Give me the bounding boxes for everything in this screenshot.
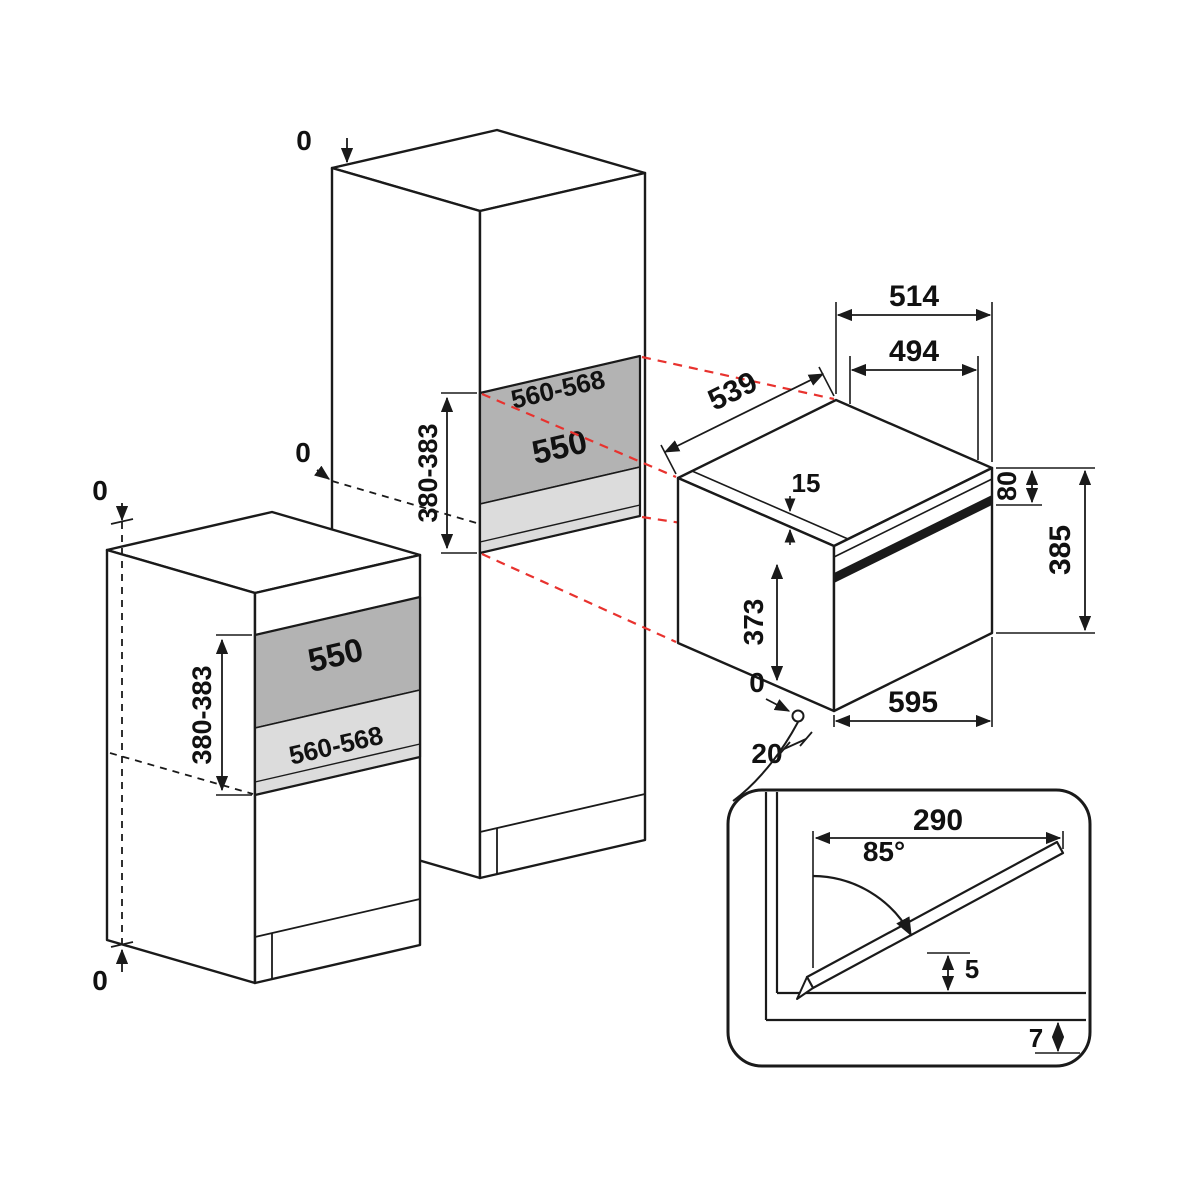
oven-height-label: 385 bbox=[1044, 525, 1077, 575]
oven-top-trim-line bbox=[691, 470, 849, 540]
tall-niche-shelf-edge bbox=[479, 504, 641, 543]
detail-leader-line bbox=[732, 721, 799, 802]
base-zero-top-marker: 0 bbox=[92, 475, 134, 525]
tall-niche-opening bbox=[478, 354, 642, 555]
base-niche-shelf-edge bbox=[254, 743, 421, 783]
tall-niche-height-label: 380-383 bbox=[413, 423, 443, 522]
tall-zero-side-label: 0 bbox=[295, 437, 311, 468]
base-zero-bottom-marker: 0 bbox=[92, 941, 134, 996]
oven-inner-width-label: 494 bbox=[889, 335, 939, 368]
base-zero-top-label: 0 bbox=[92, 475, 108, 506]
alignment-line-lower bbox=[481, 552, 677, 644]
oven-top-inset-label: 15 bbox=[792, 468, 821, 498]
detail-bottom-clearance-label: 7 bbox=[1029, 1023, 1043, 1053]
tall-plinth-line bbox=[479, 793, 646, 833]
tall-cabinet-niche bbox=[478, 354, 642, 555]
alignment-line-upper bbox=[481, 392, 677, 479]
detail-angle-label: 85° bbox=[863, 836, 905, 867]
oven-outer-width-label: 514 bbox=[889, 280, 939, 313]
tall-zero-top-marker: 0 bbox=[296, 125, 359, 168]
base-zero-bottom-label: 0 bbox=[92, 965, 108, 996]
oven-door-face bbox=[832, 466, 994, 713]
tall-zero-top-label: 0 bbox=[296, 125, 312, 156]
base-niche-opening bbox=[253, 595, 422, 797]
detail-top-clearance-dimension: 5 bbox=[927, 952, 979, 992]
tall-zero-side-marker: 0 bbox=[295, 437, 481, 525]
oven-height-dimension: 385 bbox=[996, 469, 1095, 634]
oven-control-band bbox=[834, 495, 992, 583]
oven-front-width-dimension: 595 bbox=[833, 637, 993, 728]
detail-top-clearance-label: 5 bbox=[965, 954, 979, 984]
oven-top-inset-dimension: 15 bbox=[784, 468, 821, 545]
detail-door-depth-label: 290 bbox=[913, 804, 963, 837]
base-niche-height-dimension: 380-383 bbox=[187, 634, 252, 796]
detail-bottom-clearance-dimension: 7 bbox=[1029, 1021, 1080, 1054]
base-cabinet: 550 560-568 380-383 0 0 bbox=[92, 475, 422, 996]
tall-cabinet: 560-568 550 380-383 0 0 bbox=[295, 125, 647, 880]
oven-mount-callout: 0 20 bbox=[732, 667, 813, 802]
oven-foot-circle bbox=[791, 709, 805, 723]
tall-niche-height-dimension: 380-383 bbox=[413, 392, 477, 554]
oven-door-top-line bbox=[833, 478, 993, 558]
oven: 539 514 494 15 80 bbox=[660, 280, 1095, 728]
base-hidden-floor-dashed bbox=[109, 752, 254, 795]
oven-door-height-dimension: 373 bbox=[738, 563, 784, 682]
oven-inner-width-dimension: 494 bbox=[849, 335, 979, 460]
detail-door-hinge bbox=[796, 976, 814, 1000]
detail-door-depth-dimension: 290 bbox=[812, 804, 1064, 968]
oven-front-width-label: 595 bbox=[888, 686, 938, 719]
oven-zero-label: 0 bbox=[749, 667, 765, 698]
oven-panel-height-label: 80 bbox=[992, 471, 1022, 501]
oven-panel-height-dimension: 80 bbox=[992, 467, 1095, 506]
base-cabinet-niche bbox=[253, 595, 422, 797]
base-niche-height-label: 380-383 bbox=[187, 665, 217, 764]
detail-angle-arc bbox=[812, 874, 912, 937]
base-cabinet-left-face bbox=[105, 548, 257, 985]
base-plinth-line bbox=[254, 898, 421, 938]
door-detail-inset: 85° 290 5 7 bbox=[726, 788, 1092, 1068]
oven-door-height-label: 373 bbox=[738, 599, 769, 646]
oven-outer-width-dimension: 514 bbox=[835, 280, 993, 462]
